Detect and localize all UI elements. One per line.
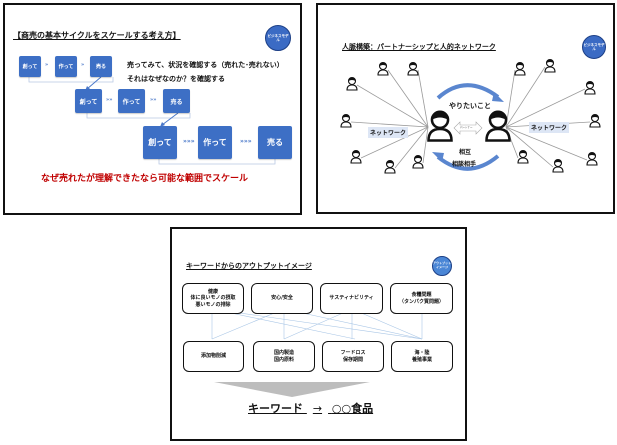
chevron-icon: »»» xyxy=(183,138,195,145)
output-line: 国内原料 xyxy=(273,356,294,363)
person-icon xyxy=(552,158,564,173)
output-box-domestic: 国内製造 国内原料 xyxy=(253,341,315,372)
top-arrow-label: やりたいこと xyxy=(449,102,491,110)
chevron-icon: »» xyxy=(106,97,113,103)
network-link xyxy=(505,126,588,161)
slide-network[interactable]: 人脈構築：パートナーシップと人的ネットワーク ビジネスモデル やりたいこと パー… xyxy=(316,3,615,214)
keyword-box-sustainability: サスティナビリティ xyxy=(320,283,383,314)
step-make: 作って xyxy=(118,89,145,113)
keyword-line: 悪いモノの排除 xyxy=(195,301,231,308)
network-link xyxy=(505,126,554,168)
person-icon xyxy=(517,149,529,164)
network-label-left: ネットワーク xyxy=(368,127,409,138)
chevron-icon: »»» xyxy=(240,138,252,145)
top-curved-arrow-icon xyxy=(436,83,500,100)
network-diagram xyxy=(340,58,601,174)
output-box-additives: 添加物削減 xyxy=(183,341,244,372)
keyword-box-health: 健康 体に良いモノの摂取 悪いモノの排除 xyxy=(182,283,244,314)
output-box-aquaculture: 海・陸 養殖事業 xyxy=(391,341,453,372)
bottom-arrow-label-1: 相互 xyxy=(459,149,472,156)
person-icon xyxy=(377,61,389,76)
step-sell: 売る xyxy=(90,56,112,77)
result-food: ○○食品 xyxy=(331,402,374,415)
step-sell: 売る xyxy=(163,89,190,113)
note-line-1: 売ってみて、状況を確認する（売れた･売れない） xyxy=(127,61,284,69)
network-label-right: ネットワーク xyxy=(529,122,570,133)
bottom-arrow-label-2: 相談相手 xyxy=(452,161,477,168)
person-icon xyxy=(412,154,424,169)
network-link xyxy=(360,126,429,159)
down-arrow-icon xyxy=(214,382,370,397)
network-link xyxy=(422,126,429,164)
keyword-line: （タンパク質問題） xyxy=(398,298,444,305)
person-icon xyxy=(384,159,396,174)
double-arrow-icon xyxy=(453,121,483,135)
person-icon xyxy=(586,151,598,166)
step-make: 作って xyxy=(55,56,77,77)
result-line: キーワード → ○○食品 xyxy=(248,400,373,416)
keyword-line: 食糧問題 xyxy=(411,292,432,298)
step-create: 創って xyxy=(143,126,177,159)
output-line: フードロス xyxy=(340,350,366,356)
main-person-icon xyxy=(427,110,453,142)
keyword-line: サスティナビリティ xyxy=(329,295,374,302)
chevron-icon: » xyxy=(81,62,85,68)
output-line: 養殖事業 xyxy=(411,356,432,363)
partner-label: パートナー xyxy=(460,126,473,129)
person-icon xyxy=(544,58,556,73)
step-create: 創って xyxy=(19,56,41,77)
partner-person-icon xyxy=(485,110,511,142)
step-sell: 売る xyxy=(258,126,292,159)
slide-business-cycle[interactable]: 【商売の基本サイクルをスケールする考え方】 ビジネスモデル 創って » 作って … xyxy=(3,3,302,215)
person-icon xyxy=(350,149,362,164)
output-image-badge: アウトプットイメージ xyxy=(432,256,452,276)
slide-keyword-output[interactable]: キーワードからのアウトプットイメージ アウトプットイメージ 健康 体に良いモノの… xyxy=(170,227,467,441)
step-create: 創って xyxy=(75,89,102,113)
keyword-box-safety: 安心/安全 xyxy=(251,283,313,314)
bottom-curved-arrow-icon xyxy=(436,154,500,171)
output-line: 保存期間 xyxy=(342,356,363,363)
network-link xyxy=(350,121,429,128)
network-link xyxy=(356,84,429,128)
person-icon xyxy=(514,61,526,76)
slide-title: 人脈構築：パートナーシップと人的ネットワーク xyxy=(342,43,496,51)
keyword-links xyxy=(211,308,423,397)
output-box-food-loss: フードロス 保存期間 xyxy=(322,341,384,372)
keyword-line: 体に良いモノの摂取 xyxy=(190,295,236,302)
person-icon xyxy=(340,113,352,128)
keyword-line: 安心/安全 xyxy=(271,295,293,302)
output-line: 海・陸 xyxy=(414,350,430,356)
person-icon xyxy=(346,76,358,91)
network-link xyxy=(417,69,429,128)
output-line: 添加物削減 xyxy=(200,353,226,360)
network-link xyxy=(505,88,586,128)
keyword-line: 健康 xyxy=(207,288,218,295)
network-link xyxy=(394,126,429,169)
chevron-icon: »» xyxy=(150,97,157,103)
flow-connectors xyxy=(28,76,276,165)
right-arrow-icon: → xyxy=(312,402,323,415)
step-make: 作って xyxy=(198,126,232,159)
business-model-badge: ビジネスモデル xyxy=(265,25,291,51)
output-line: 国内製造 xyxy=(273,350,294,356)
network-link xyxy=(505,66,546,128)
chevron-icon: » xyxy=(45,62,49,68)
conclusion-text: なぜ売れたが理解できたなら可能な範囲でスケール xyxy=(41,174,249,184)
slide-title: キーワードからのアウトプットイメージ xyxy=(186,262,312,270)
business-model-badge: ビジネスモデル xyxy=(582,35,606,59)
network-link xyxy=(505,69,516,128)
person-icon xyxy=(584,80,596,95)
result-keyword: キーワード xyxy=(248,402,303,415)
network-link xyxy=(387,69,429,128)
person-icon xyxy=(589,113,601,128)
note-line-2: それはなぜなのか？を確認する xyxy=(127,75,225,83)
slide-title: 【商売の基本サイクルをスケールする考え方】 xyxy=(13,31,181,40)
keyword-box-food-problem: 食糧問題 （タンパク質問題） xyxy=(390,283,453,314)
person-icon xyxy=(407,61,419,76)
